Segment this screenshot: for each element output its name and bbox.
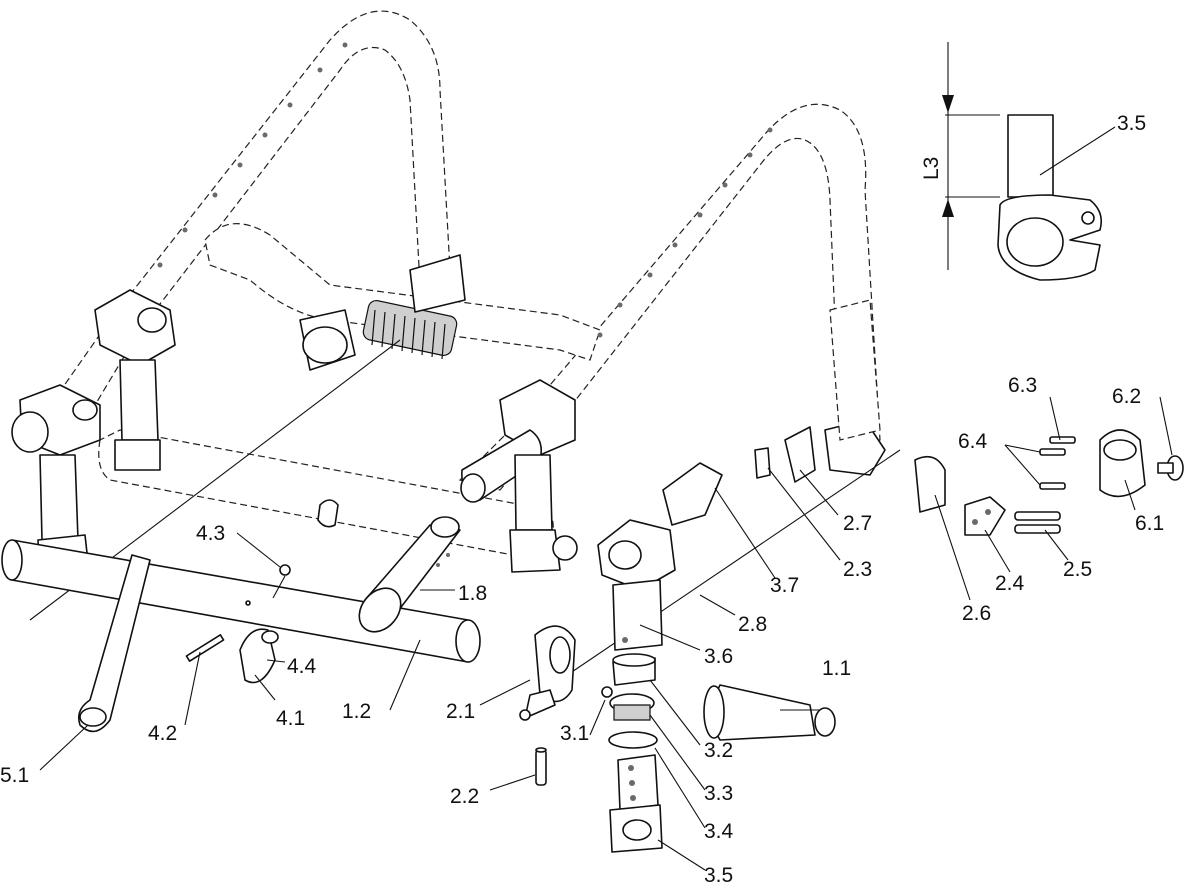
callout-6-2: 6.2 <box>1112 385 1141 408</box>
detail-part-label: 3.5 <box>1117 112 1146 135</box>
callout-3-4: 3.4 <box>704 820 734 843</box>
callout-2-2: 2.2 <box>450 785 479 808</box>
part-6-group <box>1039 429 1184 498</box>
part-4-group <box>185 499 339 684</box>
callout-2-1: 2.1 <box>446 700 475 723</box>
frame-holes <box>157 42 773 338</box>
callout-3-6: 3.6 <box>704 645 733 668</box>
callout-2-3: 2.3 <box>843 558 872 581</box>
detail-view-3-5 <box>942 42 1116 281</box>
callout-2-5: 2.5 <box>1063 558 1092 581</box>
callout-1-8: 1.8 <box>458 582 487 605</box>
callout-5-1: 5.1 <box>0 764 29 787</box>
part-2-5-screws <box>1014 511 1061 534</box>
callout-1-1: 1.1 <box>822 657 851 680</box>
callout-3-3: 3.3 <box>704 782 733 805</box>
callout-3-1: 3.1 <box>560 722 589 745</box>
callout-1-2: 1.2 <box>342 700 371 723</box>
callout-3-5: 3.5 <box>704 864 733 887</box>
part-5-1-strap <box>77 554 151 733</box>
callout-6-1: 6.1 <box>1135 512 1164 535</box>
part-2-6-shell <box>914 455 946 513</box>
callout-labels: 1.8 1.2 4.3 4.4 4.1 4.2 5.1 2.1 2.2 3.1 … <box>0 112 1164 887</box>
callout-2-6: 2.6 <box>962 602 991 625</box>
part-2-2-bolt <box>535 747 547 786</box>
center-clamp <box>299 309 356 371</box>
callout-4-1: 4.1 <box>276 707 305 730</box>
callout-6-4: 6.4 <box>958 430 988 453</box>
left-clamp-assembly <box>11 289 176 586</box>
part-1-1-plug <box>703 684 836 741</box>
callout-6-3: 6.3 <box>1008 374 1037 397</box>
part-3-stack <box>597 462 723 853</box>
callout-2-7: 2.7 <box>843 512 872 535</box>
part-2-7-2-3 <box>754 426 816 483</box>
callout-2-8: 2.8 <box>738 613 767 636</box>
part-2-1-clamp <box>519 625 576 721</box>
leader-lines <box>39 396 1173 871</box>
ghost-frame <box>39 10 881 561</box>
callout-3-2: 3.2 <box>704 739 733 762</box>
callout-2-4: 2.4 <box>995 572 1025 595</box>
detail-dimension-label: L3 <box>920 157 943 180</box>
callout-4-2: 4.2 <box>148 722 177 745</box>
callout-4-3: 4.3 <box>196 522 225 545</box>
callout-4-4: 4.4 <box>287 655 317 678</box>
right-clamp-assembly <box>460 299 886 573</box>
part-2-4-block <box>964 496 1006 536</box>
latch-block <box>409 254 466 313</box>
part-1-8-insert <box>358 516 461 633</box>
callout-3-7: 3.7 <box>770 574 799 597</box>
